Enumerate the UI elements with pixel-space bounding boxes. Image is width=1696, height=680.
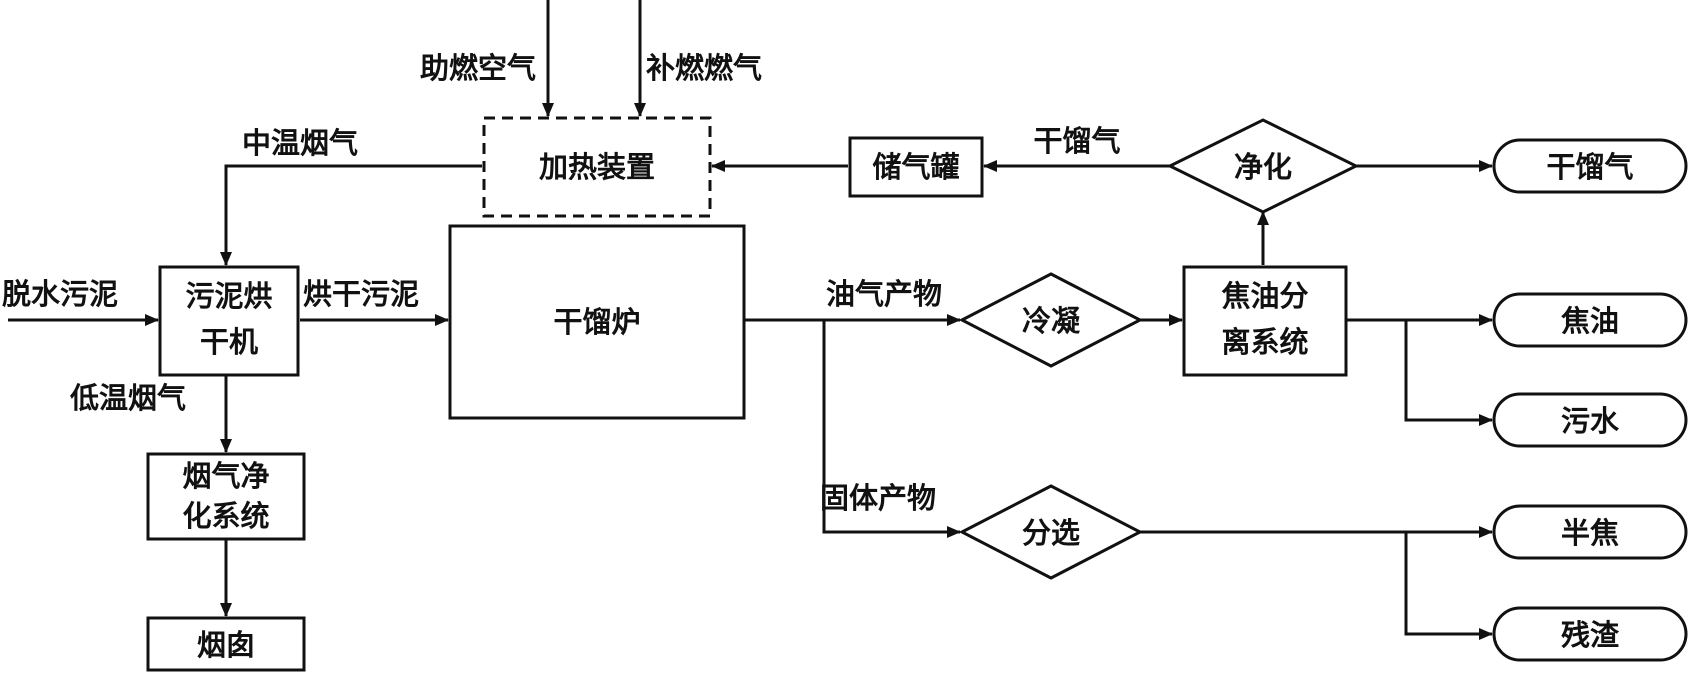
dewatered-sludge-label: 脱水污泥 [2, 277, 118, 311]
dried-sludge-label: 烘干污泥 [303, 277, 419, 311]
purify-node: 净化 [1166, 118, 1360, 214]
sludge-dryer-node: 污泥烘 干机 [158, 265, 300, 377]
flue-gas-cleaning-label-line2: 化系统 [182, 499, 269, 533]
flue-gas-cleaning-node: 烟气净 化系统 [146, 452, 306, 541]
condense-label: 冷凝 [1022, 304, 1081, 338]
heating-device-node: 加热装置 [482, 116, 712, 218]
sort-label: 分选 [1022, 516, 1080, 550]
combustion-air-label: 助燃空气 [420, 51, 536, 85]
purify-label: 净化 [1234, 150, 1292, 184]
sludge-dryer-label-line1: 污泥烘 [185, 279, 272, 313]
wastewater-output-node: 污水 [1492, 392, 1688, 448]
tar-separation-label-line1: 焦油分 [1221, 279, 1308, 313]
arrow-to-residue [1140, 530, 1493, 640]
heating-device-label: 加热装置 [539, 150, 655, 184]
low-temp-flue-label: 低温烟气 [69, 381, 186, 415]
retort-furnace-node: 干馏炉 [448, 224, 746, 420]
medium-temp-flue-label: 中温烟气 [242, 126, 358, 160]
connectors [8, 0, 1493, 640]
tar-separation-label-line2: 离系统 [1221, 325, 1308, 359]
residue-output-label: 残渣 [1561, 618, 1620, 652]
retort-furnace-label: 干馏炉 [553, 305, 640, 339]
oil-gas-product-label: 油气产物 [826, 277, 942, 311]
semicoke-output-node: 半焦 [1492, 504, 1688, 560]
dry-gas-output-label: 干馏气 [1546, 150, 1633, 184]
dry-gas-output-node: 干馏气 [1492, 138, 1688, 194]
arrow-solid-product [744, 318, 961, 538]
flue-gas-cleaning-label-line1: 烟气净 [182, 459, 269, 493]
chimney-label: 烟囱 [197, 628, 255, 662]
condense-node: 冷凝 [958, 272, 1144, 368]
tar-output-label: 焦油 [1561, 304, 1619, 338]
edge-labels: 助燃空气 补燃燃气 中温烟气 干馏气 脱水污泥 烘干污泥 油气产物 低温烟气 固… [2, 51, 1121, 515]
gas-tank-label: 储气罐 [872, 150, 959, 184]
sludge-dryer-label-line2: 干机 [200, 325, 258, 359]
sort-node: 分选 [958, 484, 1144, 580]
gas-tank-node: 储气罐 [848, 136, 984, 198]
semicoke-output-label: 半焦 [1561, 516, 1619, 550]
tar-output-node: 焦油 [1492, 292, 1688, 348]
wastewater-output-label: 污水 [1561, 404, 1620, 438]
solid-product-label: 固体产物 [820, 481, 936, 515]
arrow-to-wastewater [1346, 318, 1493, 426]
residue-output-node: 残渣 [1492, 606, 1688, 662]
supplementary-gas-label: 补燃燃气 [646, 51, 762, 85]
dry-gas-return-label: 干馏气 [1033, 124, 1120, 158]
chimney-node: 烟囱 [146, 616, 306, 672]
arrow-medium-temp-flue [220, 164, 482, 266]
tar-separation-node: 焦油分 离系统 [1182, 265, 1348, 377]
